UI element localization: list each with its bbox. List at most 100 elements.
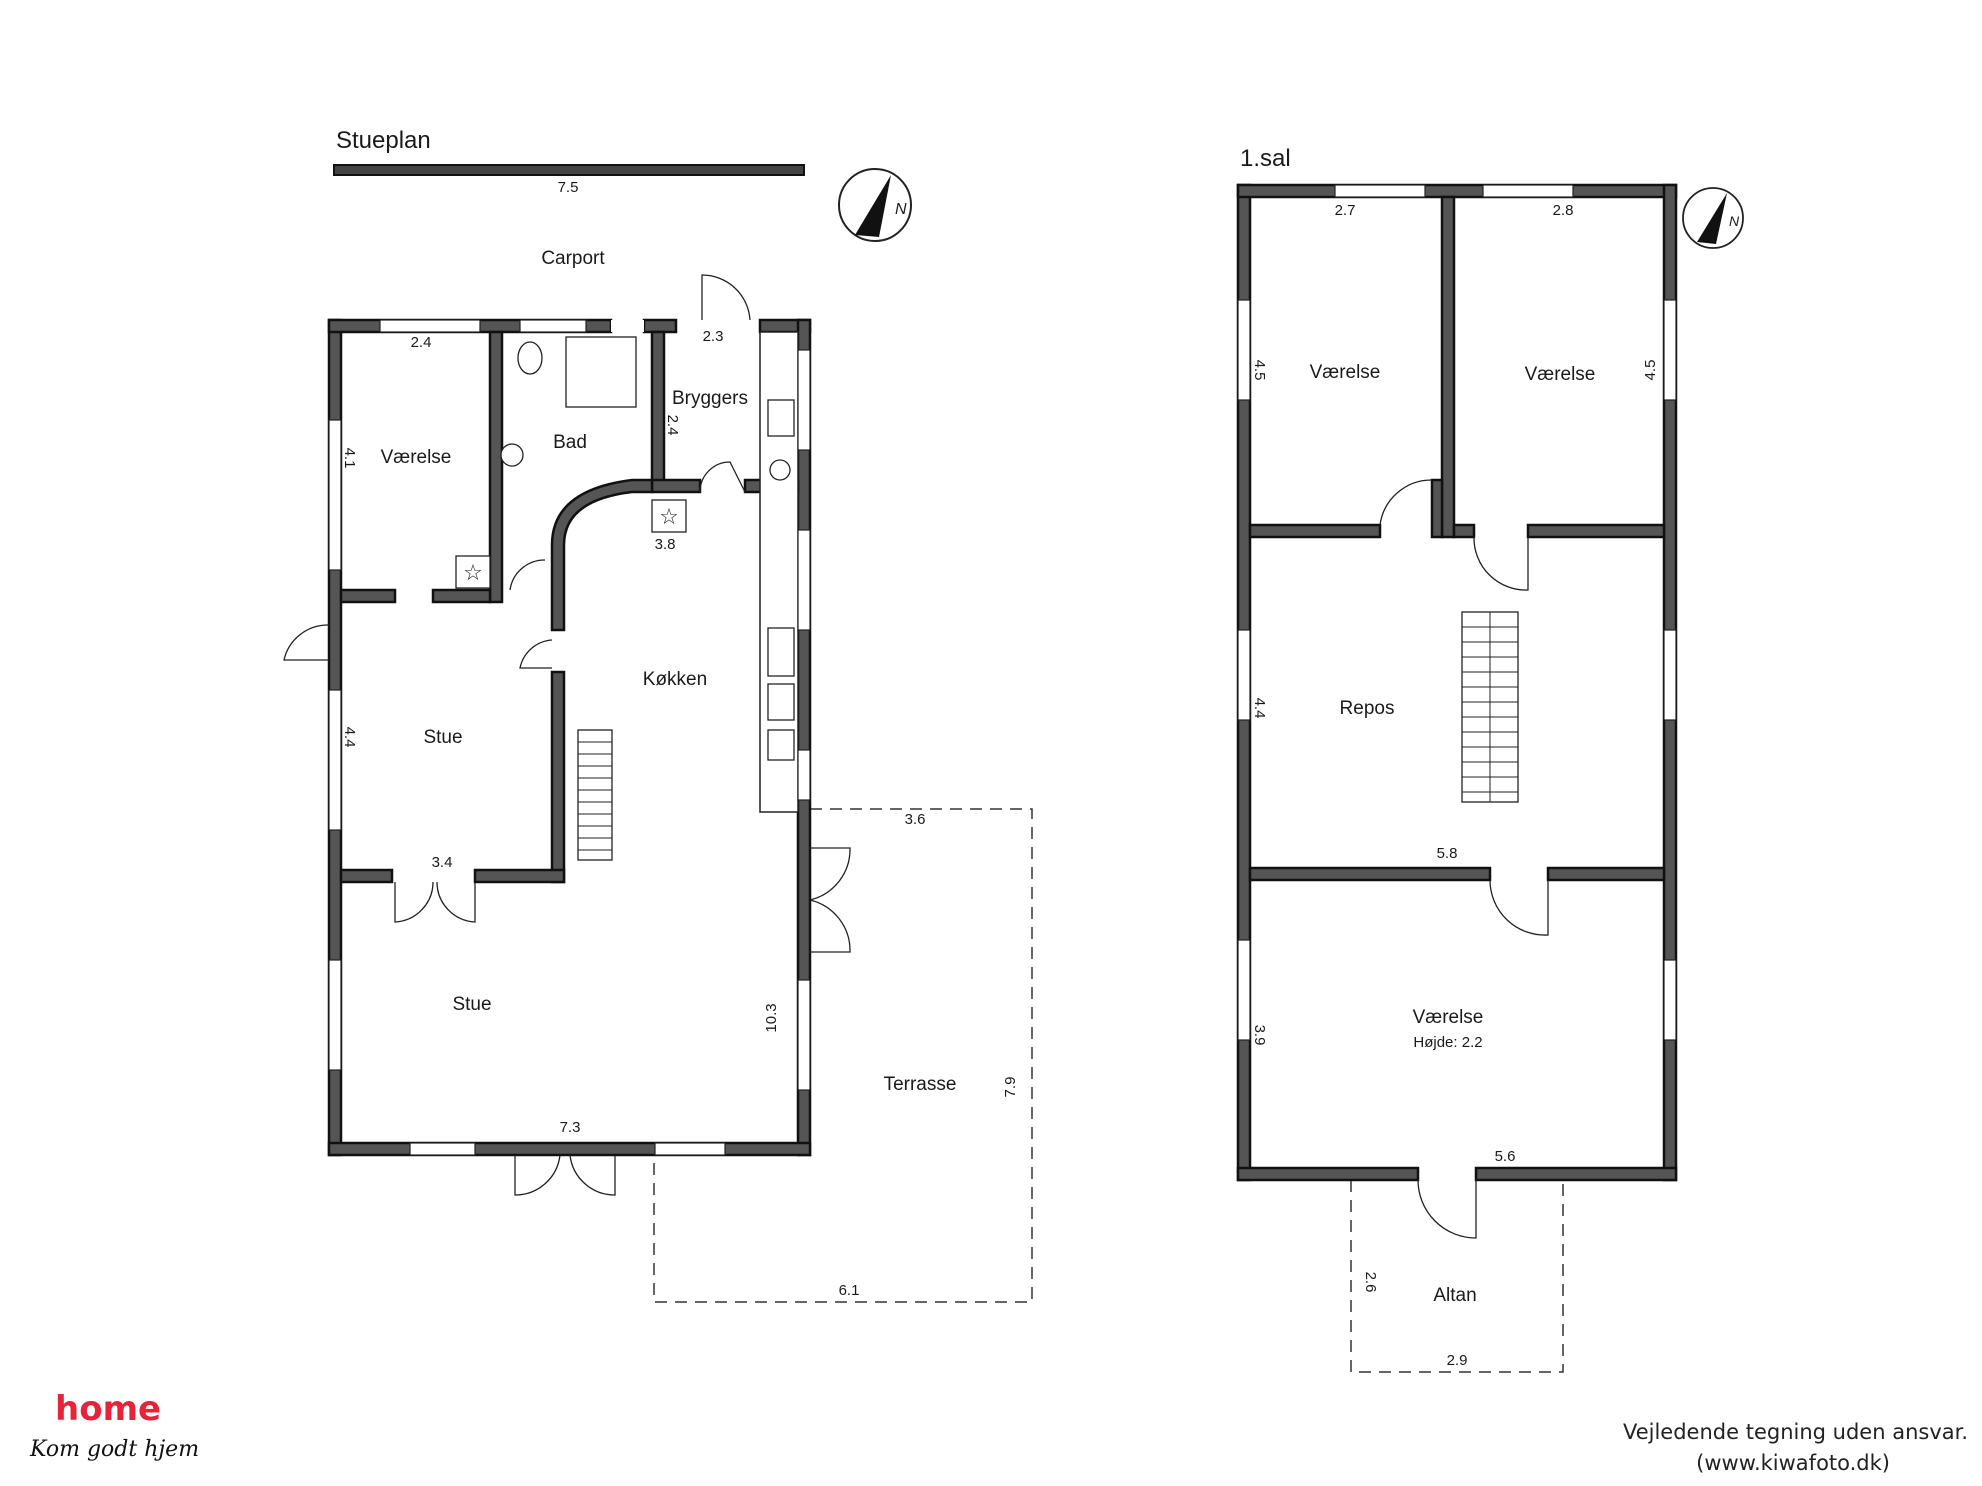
wall <box>1526 523 1666 539</box>
dim-bottom-w: 5.6 <box>1495 1148 1516 1165</box>
wall <box>1452 523 1476 539</box>
wall <box>431 588 492 604</box>
room-vaerelse-bottom: Værelse <box>1413 1007 1484 1028</box>
dim-bottom-h: 3.9 <box>1251 1025 1268 1046</box>
door-opening <box>611 320 644 332</box>
wall <box>1248 523 1382 539</box>
wall <box>339 588 397 604</box>
room-vaerelse-left: Værelse <box>1310 362 1381 383</box>
first-floor-plan: 1.sal N <box>1236 145 1744 1373</box>
window <box>1237 629 1251 721</box>
wall <box>1236 1166 1420 1182</box>
wall <box>327 1141 812 1157</box>
window <box>328 959 342 1071</box>
wall <box>642 318 678 334</box>
compass-north-label: N <box>895 201 907 218</box>
window <box>1482 184 1574 198</box>
dim-altan-w: 2.9 <box>1447 1352 1468 1369</box>
sink-icon-bryggers <box>767 399 795 437</box>
room-repos: Repos <box>1340 698 1395 719</box>
wall <box>488 330 504 604</box>
window <box>1663 629 1677 721</box>
logo: home Kom godt hjem <box>29 1389 199 1462</box>
dim-left-w: 2.7 <box>1335 202 1356 219</box>
first-floor-title: 1.sal <box>1240 145 1291 172</box>
bryggers-inner-door[interactable] <box>699 461 746 493</box>
disclaimer-line-2: (www.kiwafoto.dk) <box>1696 1451 1890 1475</box>
shower-icon <box>565 336 637 408</box>
vaerelse-left-door[interactable] <box>1379 479 1433 526</box>
window <box>797 749 811 801</box>
dim-altan-h: 2.6 <box>1362 1272 1379 1293</box>
bad-door[interactable] <box>509 559 546 591</box>
wall <box>1546 866 1666 882</box>
room-height-note: Højde: 2.2 <box>1413 1034 1482 1051</box>
room-altan: Altan <box>1433 1285 1476 1306</box>
window <box>328 419 342 571</box>
stove-star-icon-2 <box>651 499 687 533</box>
stue-entry-door[interactable] <box>283 624 330 661</box>
logo-tagline: Kom godt hjem <box>29 1437 199 1462</box>
room-stue-large: Stue <box>452 994 491 1015</box>
window <box>409 1142 476 1156</box>
dim-vaerelse-w: 2.4 <box>411 334 432 351</box>
dim-stue-small-w: 3.4 <box>432 854 453 871</box>
window <box>1237 939 1251 1041</box>
room-carport: Carport <box>541 248 605 269</box>
dim-left-h: 4.5 <box>1251 360 1268 381</box>
vaerelse-bottom-door[interactable] <box>1489 879 1549 936</box>
altan-outline <box>1350 1180 1564 1373</box>
window <box>328 689 342 831</box>
wall <box>339 868 394 884</box>
window <box>519 319 587 333</box>
dim-repos-w: 5.8 <box>1437 845 1458 862</box>
logo-brand: home <box>55 1389 161 1429</box>
window <box>1237 299 1251 401</box>
terrace-outline <box>653 808 1033 1303</box>
dishwasher-icon <box>767 729 795 761</box>
dim-koekken: 3.8 <box>655 536 676 553</box>
room-vaerelse-right: Værelse <box>1525 364 1596 385</box>
koekken-door[interactable] <box>519 639 553 669</box>
dim-terrasse-h: 7.9 <box>1002 1077 1019 1098</box>
dim-vaerelse-h: 4.1 <box>341 448 358 469</box>
scale-bar-label: 7.5 <box>558 179 579 196</box>
star-glyph-2: ☆ <box>659 504 679 529</box>
compass-north-label-first: N <box>1729 213 1740 229</box>
wall <box>1440 195 1456 539</box>
window <box>1663 959 1677 1041</box>
ground-floor-plan: Stueplan 7.5 N Carport <box>283 127 1033 1303</box>
vaerelse-right-door[interactable] <box>1473 536 1529 591</box>
wall <box>1474 1166 1678 1182</box>
dim-repos-h: 4.4 <box>1251 698 1268 719</box>
room-bad: Bad <box>553 432 587 453</box>
window <box>797 529 811 631</box>
curved-wall <box>550 478 654 632</box>
bryggers-outer-door[interactable] <box>701 274 751 321</box>
wall <box>1430 478 1444 539</box>
sink-icon <box>500 443 524 467</box>
wall <box>1248 866 1492 882</box>
compass-icon-first: N <box>1682 187 1744 249</box>
dim-terrasse-top: 3.6 <box>905 811 926 828</box>
wall <box>650 478 702 494</box>
kitchen-sink-icon <box>767 683 795 721</box>
wall <box>550 670 566 884</box>
altan-door[interactable] <box>1417 1179 1477 1239</box>
stove-star-icon <box>455 555 491 589</box>
window <box>654 1142 726 1156</box>
window <box>797 349 811 451</box>
star-glyph: ☆ <box>463 560 483 585</box>
garden-double-door[interactable] <box>514 1154 616 1196</box>
stue-double-door[interactable] <box>394 881 476 923</box>
terrace-double-door[interactable] <box>809 847 851 953</box>
dim-stue-large-h: 10.3 <box>763 1003 780 1032</box>
room-koekken: Køkken <box>643 669 707 690</box>
stairs-icon <box>577 729 613 861</box>
window <box>797 979 811 1091</box>
disclaimer-line-1: Vejledende tegning uden ansvar. <box>1623 1420 1968 1444</box>
washer-icon <box>769 459 791 481</box>
toilet-icon <box>517 341 543 375</box>
room-stue-small: Stue <box>423 727 462 748</box>
